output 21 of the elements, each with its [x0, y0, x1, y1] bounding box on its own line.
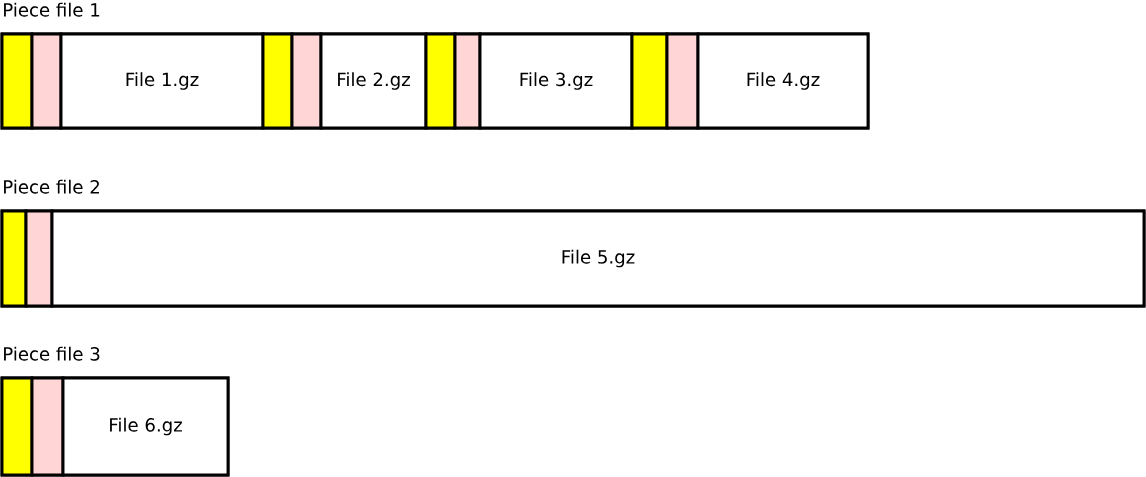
heading: Piece file 3 [4, 346, 100, 361]
file-box: File 5.gz [50, 209, 1146, 308]
file-box: File 1.gz [59, 32, 265, 130]
narrow-box [453, 32, 482, 130]
heading: Piece file 2 [4, 179, 99, 194]
narrow-box [424, 32, 457, 130]
narrow-box [30, 32, 63, 130]
narrow-box [30, 376, 65, 477]
file-box: File 3.gz [478, 32, 634, 130]
file-box: File 6.gz [61, 376, 230, 477]
narrow-box [665, 32, 700, 130]
narrow-box [24, 209, 54, 308]
narrow-box [290, 32, 323, 130]
narrow-box [261, 32, 294, 130]
narrow-box [630, 32, 669, 130]
narrow-box [0, 376, 34, 477]
file-box: File 2.gz [319, 32, 428, 130]
file-box: File 4.gz [696, 32, 870, 130]
heading: Piece file 1 [4, 2, 100, 17]
narrow-box [0, 209, 28, 308]
narrow-box [0, 32, 34, 130]
